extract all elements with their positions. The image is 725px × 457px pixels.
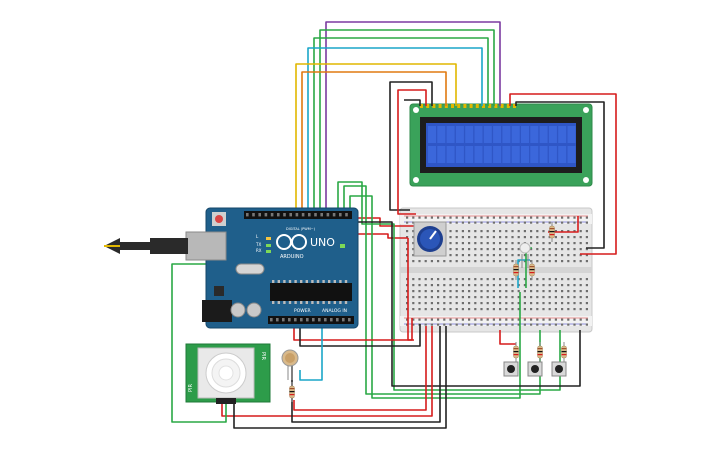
led — [519, 242, 531, 268]
resistor — [289, 382, 295, 402]
arduino-digital-label: DIGITAL (PWM~) — [286, 227, 316, 231]
wire-red — [293, 318, 413, 341]
wire-green — [337, 181, 561, 391]
wire-red — [548, 216, 579, 233]
wire-green — [349, 195, 521, 399]
wire-red — [221, 326, 433, 417]
arduino-header-pins — [246, 213, 351, 322]
arduino-power-label: POWER — [294, 308, 311, 314]
lcd-character-cells — [428, 126, 576, 163]
wires — [171, 21, 617, 429]
push-button — [503, 361, 519, 377]
resistor — [537, 342, 543, 362]
wire-cyan — [307, 47, 483, 212]
arduino-tx-label: TX — [255, 242, 261, 247]
wire-green — [313, 37, 489, 212]
resistor — [513, 342, 519, 362]
push-button — [527, 361, 543, 377]
lcd-display — [409, 103, 593, 187]
wire-yellow — [295, 63, 457, 212]
wire-black — [404, 99, 421, 106]
push-buttons — [503, 361, 567, 377]
photoresistor — [281, 349, 299, 380]
breadboard — [399, 207, 593, 333]
wire-green — [319, 29, 495, 212]
pir-label-left: PIR — [188, 384, 194, 392]
resistor — [529, 260, 535, 280]
resistor — [513, 260, 519, 280]
wire-black — [356, 221, 581, 387]
wire-green — [171, 263, 227, 423]
wire-red — [397, 89, 427, 215]
wire-black — [515, 101, 605, 249]
wire-cyan — [299, 326, 323, 381]
arduino-l-label: L — [256, 234, 259, 239]
wire-red — [509, 93, 617, 255]
wire-red — [499, 330, 516, 345]
arduino-rx-label: RX — [256, 248, 262, 253]
wire-black — [233, 326, 447, 429]
arduino-uno: ARDUINO UNO DIGITAL (PWM~) POWER ANALOG … — [104, 207, 359, 329]
wire-black — [299, 324, 421, 347]
potentiometer — [413, 221, 447, 257]
wire-green — [343, 185, 541, 395]
resistor — [549, 222, 555, 242]
arduino-brand-label: ARDUINO — [280, 254, 304, 260]
chip-legs — [272, 280, 348, 304]
pir-label-right: PIR — [260, 352, 266, 360]
wire-red — [407, 238, 414, 341]
pir-sensor: PIR PIR — [185, 343, 271, 404]
wire-purple — [325, 21, 501, 212]
resistor — [561, 342, 567, 362]
resistors — [289, 222, 567, 402]
arduino-model-label: UNO — [310, 236, 335, 249]
wire-black — [389, 81, 433, 211]
push-button — [551, 361, 567, 377]
wire-orange — [301, 71, 447, 212]
lcd-header-pins — [420, 104, 516, 108]
arduino-analog-label: ANALOG IN — [322, 308, 347, 314]
wire-red — [293, 326, 427, 411]
